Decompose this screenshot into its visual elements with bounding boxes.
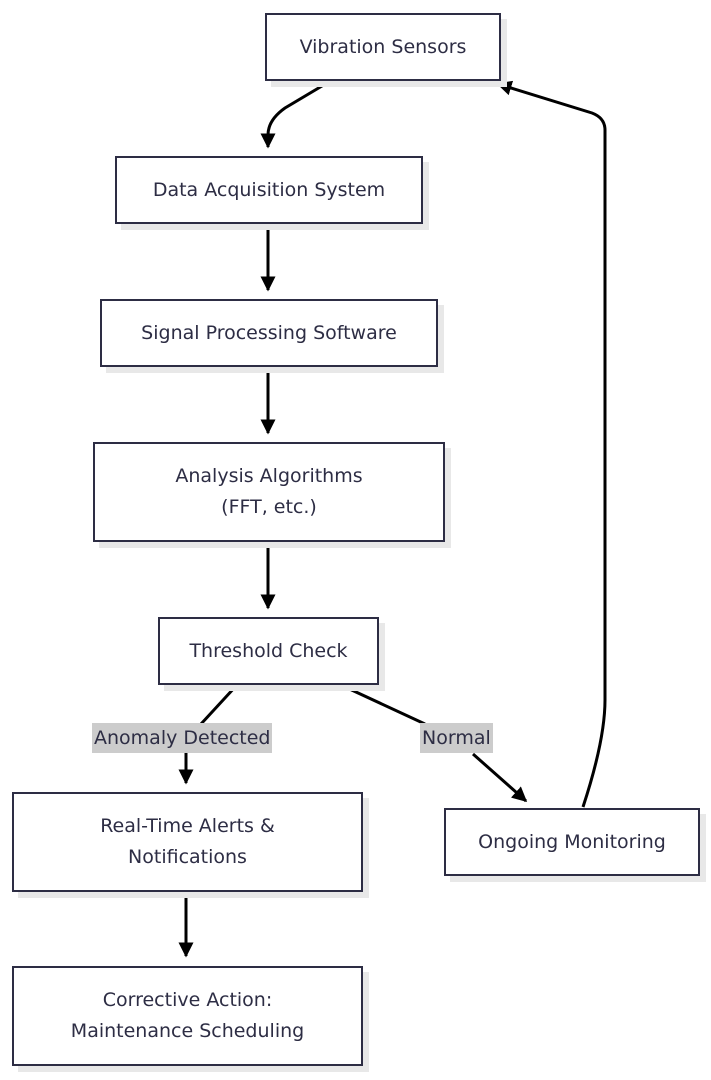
edge-label-anomaly: Anomaly Detected <box>92 723 273 753</box>
node-label: Real-Time Alerts & Notifications <box>100 815 275 868</box>
edge-sensors-to-acquisition <box>260 81 328 149</box>
edge-label-normal: Normal <box>420 723 493 753</box>
node-label: Corrective Action: Maintenance Schedulin… <box>70 989 305 1042</box>
edge-threshold-to-monitoring <box>342 684 526 801</box>
node-vibration-sensors: Vibration Sensors <box>265 13 501 81</box>
node-threshold-check: Threshold Check <box>158 617 379 685</box>
edge-monitoring-to-sensors <box>496 80 607 808</box>
node-corrective-action: Corrective Action: Maintenance Schedulin… <box>12 966 363 1066</box>
node-realtime-alerts: Real-Time Alerts & Notifications <box>12 792 363 892</box>
node-data-acquisition: Data Acquisition System <box>115 156 423 224</box>
node-ongoing-monitoring: Ongoing Monitoring <box>444 808 700 876</box>
node-signal-processing: Signal Processing Software <box>100 299 438 367</box>
node-label: Data Acquisition System <box>152 178 386 201</box>
node-label: Ongoing Monitoring <box>478 830 666 853</box>
node-label: Threshold Check <box>189 639 348 662</box>
node-analysis-algorithms: Analysis Algorithms (FFT, etc.) <box>93 442 445 542</box>
node-label: Vibration Sensors <box>299 35 467 58</box>
node-label: Signal Processing Software <box>141 321 397 344</box>
edge-threshold-to-alerts <box>186 684 238 783</box>
node-label: Analysis Algorithms (FFT, etc.) <box>175 465 363 518</box>
